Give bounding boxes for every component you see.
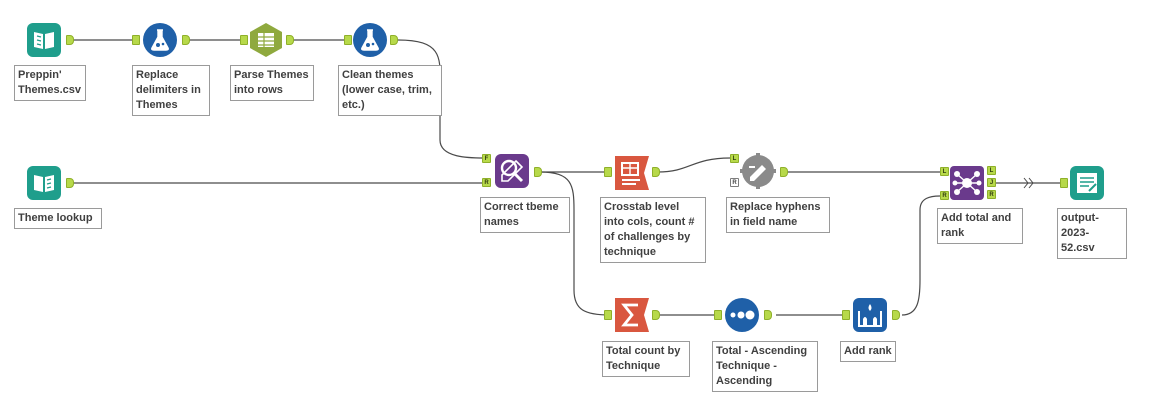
tool-label: Replace delimiters in Themes (132, 65, 210, 116)
tool-label: Total - Ascending Technique - Ascending (712, 341, 818, 392)
tool-label: Preppin' Themes.csv (14, 65, 86, 101)
tool-label: Clean themes (lower case, trim, etc.) (338, 65, 442, 116)
tool-input-themes[interactable] (26, 22, 62, 58)
sort-dots-icon (725, 298, 759, 332)
tool-sort[interactable] (724, 297, 760, 333)
tool-summarize[interactable] (614, 297, 650, 333)
tool-output-file[interactable] (1069, 165, 1105, 201)
output-anchor[interactable] (286, 35, 294, 45)
formula-flask-icon (353, 23, 387, 57)
output-anchor[interactable] (66, 35, 74, 45)
wire-rank-to-join (901, 195, 941, 316)
output-anchor[interactable] (780, 167, 788, 177)
tool-label: Theme lookup (14, 208, 102, 229)
tool-label: Replace hyphens in field name (726, 197, 830, 233)
wire-correct-to-summarize (539, 171, 611, 316)
join-multiple-icon (950, 166, 984, 200)
input-anchor[interactable] (132, 35, 140, 45)
tool-label: Correct tbeme names (480, 197, 570, 233)
output-anchor[interactable] (390, 35, 398, 45)
input-anchor-2[interactable]: R (940, 191, 949, 200)
replace-anchor[interactable]: R (482, 178, 491, 187)
right-output-anchor[interactable]: R (987, 190, 996, 199)
tool-add-total-and-rank[interactable] (949, 165, 985, 201)
tool-correct-theme-names[interactable] (494, 153, 530, 189)
tool-replace-hyphens[interactable] (740, 153, 776, 189)
find-replace-icon (495, 154, 529, 188)
input-anchor-1[interactable]: L (940, 167, 949, 176)
tool-label: Add total and rank (937, 208, 1023, 244)
tool-label: Add rank (840, 341, 896, 362)
input-anchor[interactable] (604, 310, 612, 320)
tool-parse-themes[interactable] (248, 22, 284, 58)
input-anchor[interactable] (842, 310, 850, 320)
tool-label: Parse Themes into rows (230, 65, 314, 101)
input-anchor[interactable] (240, 35, 248, 45)
right-anchor[interactable]: R (730, 178, 739, 187)
join-output-anchor[interactable]: J (987, 178, 996, 187)
crosstab-icon (615, 156, 649, 190)
left-output-anchor[interactable]: L (987, 166, 996, 175)
tool-label: Total count by Technique (602, 341, 690, 377)
tool-clean-themes[interactable] (352, 22, 388, 58)
wire-crosstab-to-rename (657, 157, 731, 173)
input-anchor[interactable] (344, 35, 352, 45)
wire-arrow-marker (1023, 177, 1034, 189)
tool-replace-delimiters[interactable] (142, 22, 178, 58)
input-anchor[interactable] (1060, 178, 1068, 188)
output-anchor[interactable] (892, 310, 900, 320)
tool-label: output-2023- 52.csv (1057, 208, 1127, 259)
output-anchor[interactable] (652, 167, 660, 177)
output-anchor[interactable] (182, 35, 190, 45)
tool-label: Crosstab level into cols, count # of cha… (600, 197, 706, 263)
summarize-sigma-icon (615, 298, 649, 332)
book-input-icon (27, 166, 61, 200)
output-file-icon (1070, 166, 1104, 200)
input-anchor[interactable] (604, 167, 612, 177)
dynamic-rename-icon (740, 153, 776, 189)
output-anchor[interactable] (534, 167, 542, 177)
find-anchor[interactable]: F (482, 154, 491, 163)
left-anchor[interactable]: L (730, 154, 739, 163)
tool-add-rank[interactable] (852, 297, 888, 333)
tool-input-lookup[interactable] (26, 165, 62, 201)
book-input-icon (27, 23, 61, 57)
formula-flask-icon (143, 23, 177, 57)
multi-row-formula-icon (853, 298, 887, 332)
text-to-columns-icon (250, 23, 282, 57)
output-anchor[interactable] (652, 310, 660, 320)
tool-crosstab[interactable] (614, 155, 650, 191)
output-anchor[interactable] (764, 310, 772, 320)
output-anchor[interactable] (66, 178, 74, 188)
input-anchor[interactable] (714, 310, 722, 320)
